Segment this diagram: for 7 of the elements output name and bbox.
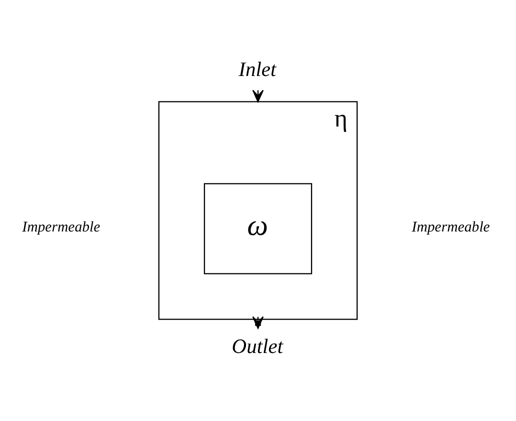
arrow [252, 316, 264, 329]
node-box: ω [204, 183, 312, 274]
node-text: Inlet [238, 58, 276, 81]
label: Impermeable [412, 219, 490, 236]
node-text: Outlet [232, 336, 284, 358]
label: Impermeable [22, 219, 100, 236]
arrow [252, 90, 264, 102]
